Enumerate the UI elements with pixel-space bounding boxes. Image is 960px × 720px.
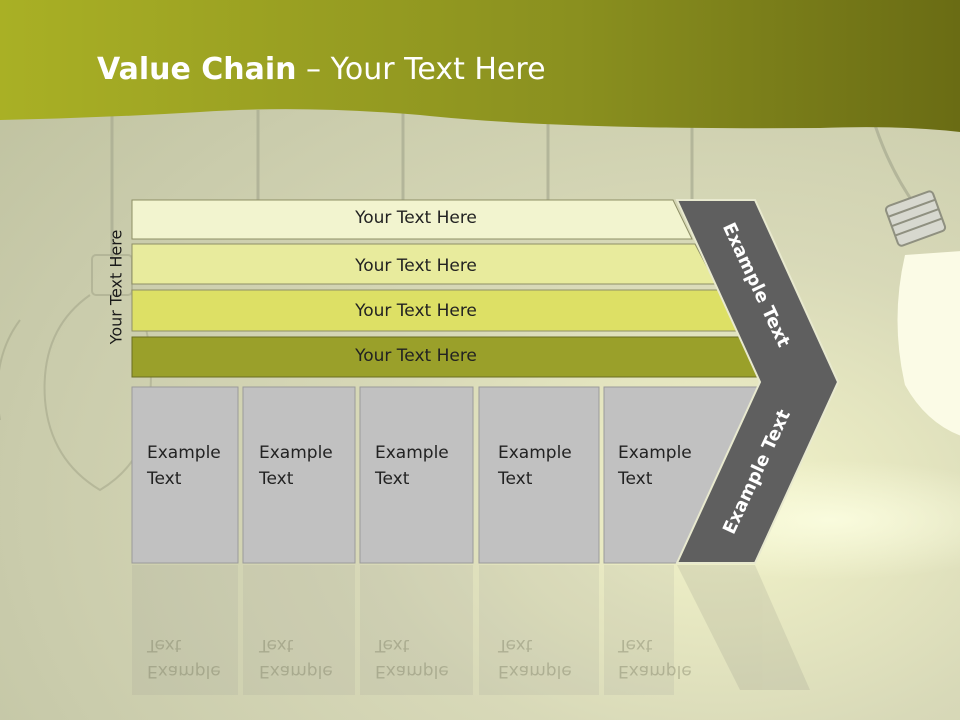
box-4-line1: Example (498, 443, 572, 463)
box-5-label: Example Text (618, 440, 718, 492)
reflection-box-5-line1: Example (618, 661, 692, 681)
reflection-box-4-line2: Text (498, 635, 533, 655)
bulb-wires (110, 110, 917, 260)
reflection-box-3: Example Text (375, 632, 475, 684)
box-4 (478, 386, 600, 564)
title-bold: Value Chain (97, 52, 297, 87)
box-2 (242, 386, 356, 564)
header-band (0, 0, 960, 132)
reflection-box-4: Example Text (498, 632, 598, 684)
reflection-box-5: Example Text (618, 632, 718, 684)
box-5-line2: Text (618, 469, 653, 489)
reflection-box-3-line1: Example (375, 661, 449, 681)
reflection-box-3-line2: Text (375, 635, 410, 655)
reflection-box-1-line2: Text (147, 635, 182, 655)
page-title: Value Chain – Your Text Here (97, 52, 546, 87)
side-label: Your Text Here (106, 229, 126, 345)
light-bulb-icon (884, 190, 960, 436)
bars (131, 199, 764, 378)
box-1-line1: Example (147, 443, 221, 463)
box-1 (131, 386, 239, 564)
box-5-line1: Example (618, 443, 692, 463)
bar-4-label: Your Text Here (355, 346, 477, 366)
box-3-label: Example Text (375, 440, 475, 492)
bar-3-label: Your Text Here (355, 301, 477, 321)
bar-1 (131, 199, 693, 240)
activity-boxes (131, 386, 763, 564)
box-2-line2: Text (259, 469, 294, 489)
reflection-box-1-line1: Example (147, 661, 221, 681)
reflection-box-2-line2: Text (259, 635, 294, 655)
title-rest: – Your Text Here (296, 52, 546, 87)
box-3 (359, 386, 474, 564)
box-2-line1: Example (259, 443, 333, 463)
box-2-label: Example Text (259, 440, 359, 492)
reflection-box-4-line1: Example (498, 661, 572, 681)
reflection-box-1: Example Text (147, 632, 247, 684)
box-3-line1: Example (375, 443, 449, 463)
reflection-box-5-line2: Text (618, 635, 653, 655)
bar-1-label: Your Text Here (355, 208, 477, 228)
box-4-line2: Text (498, 469, 533, 489)
bar-2-label: Your Text Here (355, 256, 477, 276)
reflection-shapes (132, 565, 810, 695)
box-3-line2: Text (375, 469, 410, 489)
box-4-label: Example Text (498, 440, 598, 492)
box-1-label: Example Text (147, 440, 247, 492)
box-1-line2: Text (147, 469, 182, 489)
margin-chevron (675, 199, 840, 564)
reflection: Example Text Example Text Example Text E… (0, 560, 960, 720)
light-bulb-icon (0, 254, 152, 492)
reflection-box-2-line1: Example (259, 661, 333, 681)
reflection-box-2: Example Text (259, 632, 359, 684)
